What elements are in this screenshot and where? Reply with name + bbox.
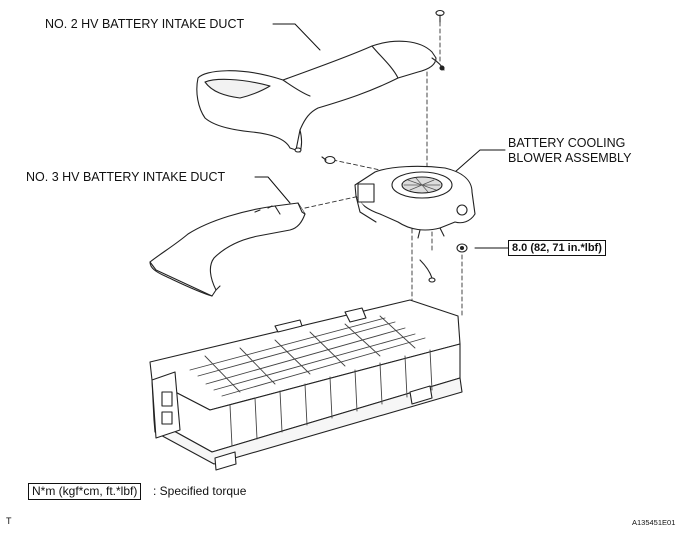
alignment-dashes: [304, 21, 463, 319]
corner-mark: T: [6, 516, 12, 526]
legend-units-box: N*m (kgf*cm, ft.*lbf): [28, 483, 142, 500]
blower-assembly: [354, 165, 476, 239]
legend-meaning: : Specified torque: [153, 484, 247, 498]
no2-intake-duct: [196, 40, 445, 153]
leader-lines: [254, 23, 509, 249]
label-no2-duct: NO. 2 HV BATTERY INTAKE DUCT: [45, 17, 245, 31]
hv-battery-pack: [149, 299, 463, 471]
figure-id: A135451E01: [632, 518, 676, 527]
bolt-top: [435, 9, 445, 23]
no3-intake-duct: [149, 202, 306, 297]
clip-small: [321, 155, 336, 165]
torque-spec-box: 8.0 (82, 71 in.*lbf): [508, 240, 606, 256]
label-blower-line1: BATTERY COOLING: [508, 136, 626, 150]
wire-connector: [419, 259, 436, 283]
label-no3-duct: NO. 3 HV BATTERY INTAKE DUCT: [26, 170, 226, 184]
label-blower-line2: BLOWER ASSEMBLY: [508, 151, 632, 165]
nut: [456, 243, 468, 253]
